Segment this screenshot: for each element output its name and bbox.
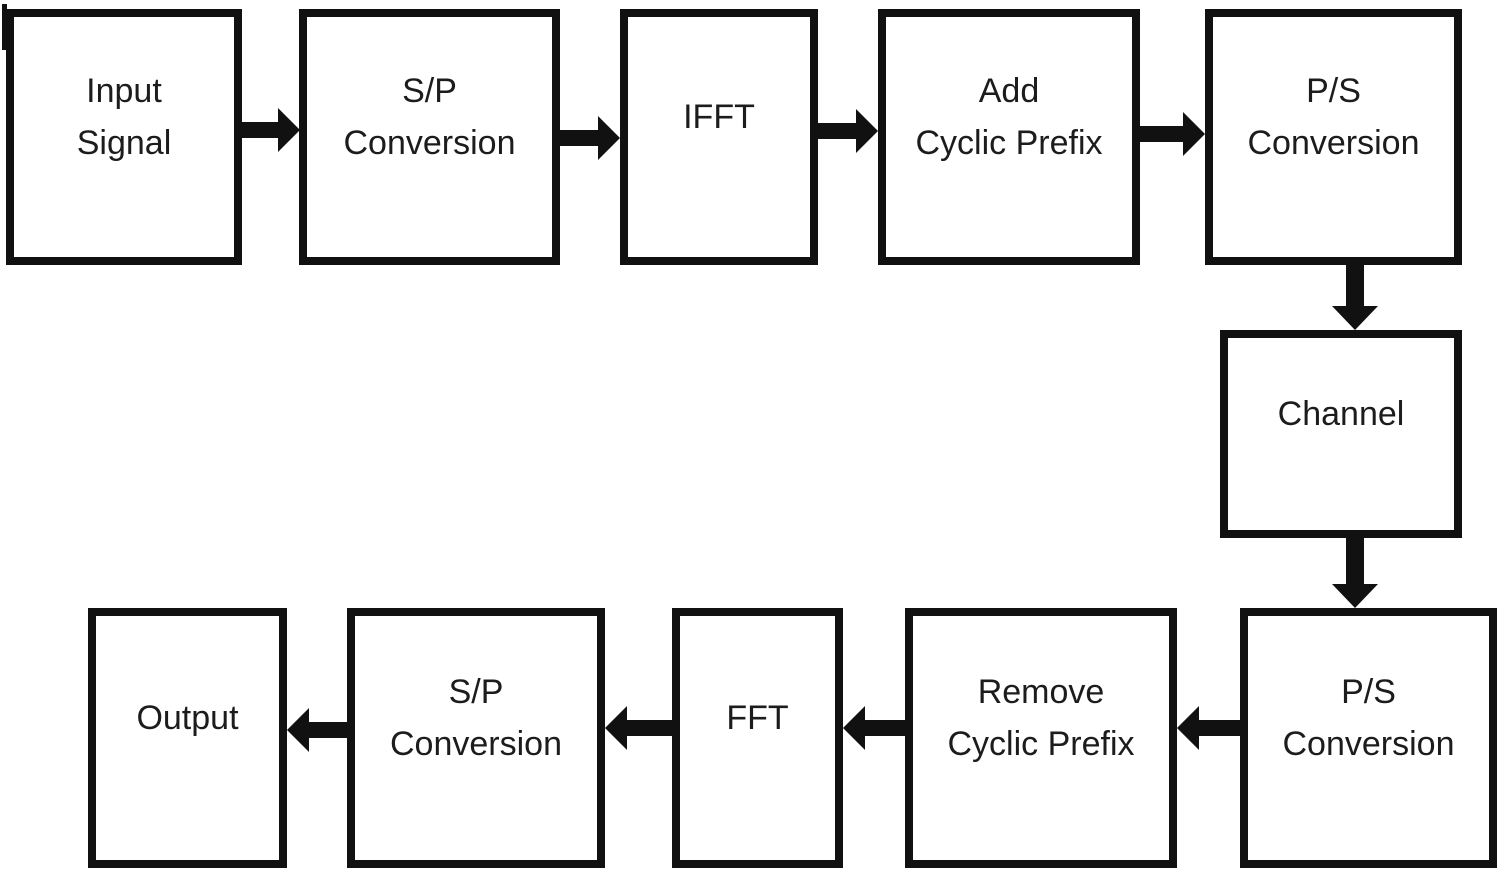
arrow-head-right-icon (278, 108, 300, 152)
arrow-head-left-icon (843, 706, 865, 750)
node-channel: Channel (1220, 330, 1462, 538)
arrow-sp-conversion-to-output (287, 708, 347, 752)
arrow-head-right-icon (856, 109, 878, 153)
node-fft: FFT (672, 608, 843, 868)
arrow-shaft (1346, 265, 1364, 308)
node-ps-conversion-rx-label: P/S Conversion (1282, 673, 1455, 763)
node-remove-cyclic-prefix-label: Remove Cyclic Prefix (947, 673, 1135, 763)
node-output: Output (88, 608, 287, 868)
arrow-input-signal-to-sp-conversion (242, 108, 300, 152)
node-sp-conversion-rx: S/P Conversion (347, 608, 605, 868)
node-add-cyclic-prefix: Add Cyclic Prefix (878, 9, 1140, 265)
arrow-channel-to-ps-conversion-rx (1332, 538, 1378, 608)
arrow-head-right-icon (1183, 112, 1205, 156)
node-ps-conversion-tx-label: P/S Conversion (1247, 72, 1420, 162)
arrow-shaft (1346, 538, 1364, 586)
arrow-head-down-icon (1332, 584, 1378, 608)
arrow-head-right-icon (598, 116, 620, 160)
node-ps-conversion-tx: P/S Conversion (1205, 9, 1462, 265)
arrow-shaft (625, 720, 672, 736)
node-ifft: IFFT (620, 9, 818, 265)
node-add-cyclic-prefix-label: Add Cyclic Prefix (915, 72, 1103, 162)
arrow-shaft (1140, 126, 1185, 142)
arrow-shaft (242, 122, 280, 138)
arrow-ifft-to-add-cyclic-prefix (818, 109, 878, 153)
arrow-add-cyclic-prefix-to-ps-conversion (1140, 112, 1205, 156)
arrow-head-left-icon (1177, 706, 1199, 750)
arrow-sp-conversion-to-ifft (560, 116, 620, 160)
node-ifft-label: IFFT (683, 98, 755, 136)
node-sp-conversion-rx-label: S/P Conversion (390, 673, 562, 763)
node-sp-conversion-tx-label: S/P Conversion (343, 72, 516, 162)
arrow-ps-conversion-to-remove-cyclic-prefix (1177, 706, 1240, 750)
node-input-signal-label: Input Signal (76, 72, 172, 162)
node-fft-label: FFT (726, 699, 789, 737)
arrow-shaft (560, 130, 600, 146)
arrow-head-down-icon (1332, 306, 1378, 330)
node-channel-label: Channel (1277, 395, 1405, 433)
arrow-shaft (863, 720, 905, 736)
arrow-ps-conversion-to-channel (1332, 265, 1378, 330)
node-output-label: Output (136, 699, 239, 737)
arrow-remove-cyclic-prefix-to-fft (843, 706, 905, 750)
node-ps-conversion-rx: P/S Conversion (1240, 608, 1497, 868)
node-remove-cyclic-prefix: Remove Cyclic Prefix (905, 608, 1177, 868)
arrow-shaft (818, 123, 858, 139)
cursor-artifact (2, 4, 7, 50)
arrow-shaft (307, 722, 347, 738)
node-input-signal: Input Signal (6, 9, 242, 265)
arrow-fft-to-sp-conversion (605, 706, 672, 750)
arrow-head-left-icon (287, 708, 309, 752)
arrow-shaft (1197, 720, 1240, 736)
node-sp-conversion-tx: S/P Conversion (299, 9, 560, 265)
arrow-head-left-icon (605, 706, 627, 750)
